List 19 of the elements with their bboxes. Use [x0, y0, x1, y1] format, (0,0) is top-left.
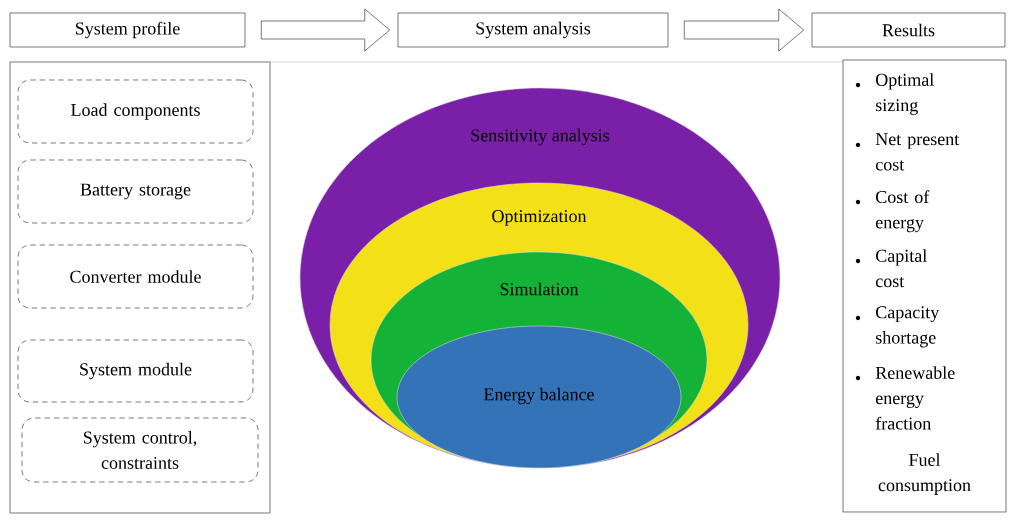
- dashed-box: System module: [17, 339, 254, 403]
- header-box: System profile: [9, 12, 246, 48]
- list-text: Fuel consumption: [878, 453, 971, 495]
- header-box: System analysis: [397, 12, 669, 48]
- block-arrow: [684, 8, 804, 52]
- bullet-item: Cost of energy: [855, 190, 930, 233]
- panel-box: [9, 61, 271, 514]
- bullet-item: Optimal sizing: [855, 73, 934, 115]
- header-box: Results: [811, 12, 1006, 48]
- dashed-box: Converter module: [17, 244, 254, 309]
- dashed-box: Load components: [17, 79, 254, 144]
- bullet-item: Net present cost: [855, 133, 960, 171]
- ellipse-layer: Energy balance: [396, 325, 682, 469]
- block-arrow: [261, 8, 390, 52]
- dashed-box: Battery storage: [17, 159, 254, 224]
- dashed-box: System control, constraints: [21, 417, 259, 483]
- bullet-item: Capacity shortage: [855, 306, 940, 348]
- bullet-item: Capital cost: [855, 249, 927, 288]
- bullet-item: Renewable energy fraction: [855, 366, 955, 430]
